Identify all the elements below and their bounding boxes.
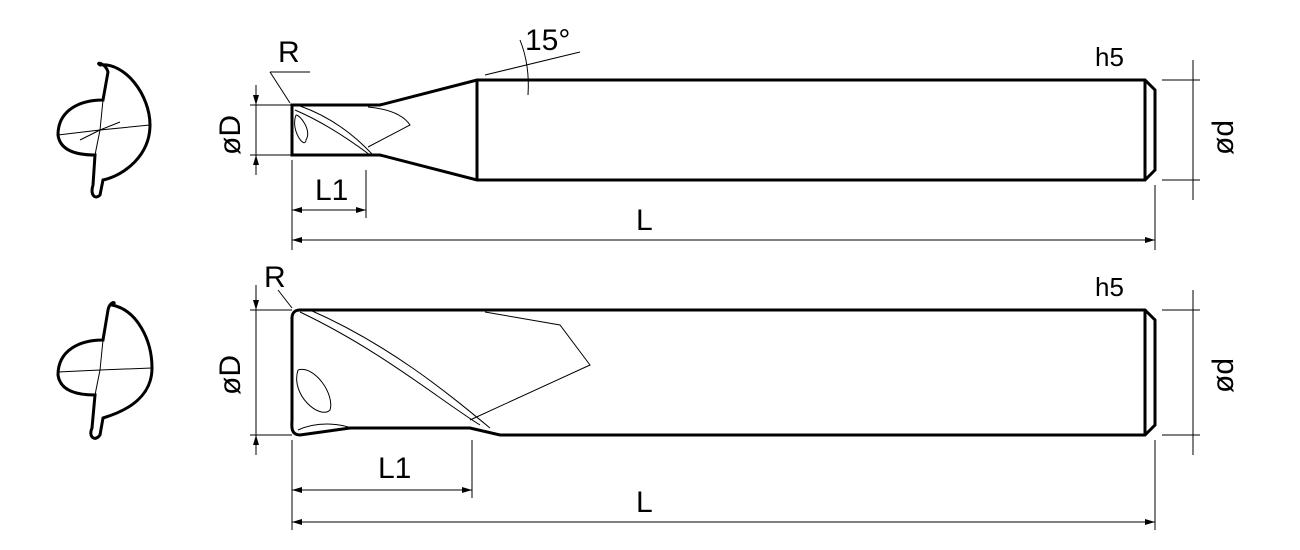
tolerance-label-top: h5 bbox=[1095, 42, 1124, 72]
radius-label-top: R bbox=[278, 36, 300, 69]
end-view-top bbox=[56, 61, 152, 199]
end-mill-top bbox=[250, 39, 1200, 250]
diameter-label-top: øD bbox=[214, 115, 247, 155]
flute-length-label-top: L1 bbox=[315, 174, 348, 207]
angle-label: 15° bbox=[525, 24, 570, 57]
overall-length-label-top: L bbox=[636, 204, 653, 237]
flute-length-label-bottom: L1 bbox=[378, 452, 411, 485]
overall-length-label-bottom: L bbox=[636, 486, 653, 519]
end-view-bottom bbox=[56, 301, 154, 440]
radius-label-bottom: R bbox=[264, 261, 286, 294]
shank-diameter-label-bottom: ød bbox=[1207, 358, 1240, 393]
diameter-label-bottom: øD bbox=[214, 355, 247, 395]
shank-diameter-label-top: ød bbox=[1207, 120, 1240, 155]
end-mill-bottom bbox=[250, 285, 1200, 530]
tolerance-label-bottom: h5 bbox=[1095, 272, 1124, 302]
